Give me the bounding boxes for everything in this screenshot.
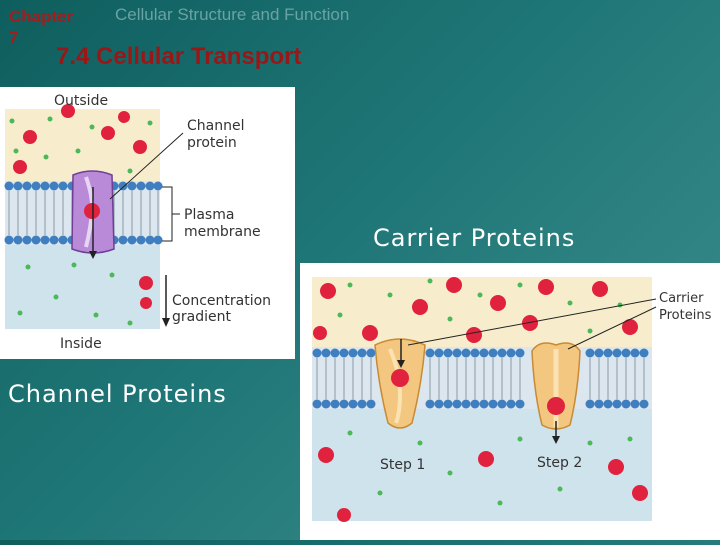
- channel-protein-figure: Outside Channel protein Plasma membrane …: [0, 87, 295, 359]
- channel-proteins-caption: Channel Proteins: [8, 380, 227, 408]
- carrier-proteins-caption: Carrier Proteins: [373, 224, 576, 252]
- chapter-label: Chapter 7: [9, 6, 73, 48]
- channel-pointer: [109, 132, 184, 200]
- membrane-bracket: [162, 186, 173, 242]
- outside-label: Outside: [54, 93, 108, 109]
- channel-protein-label-1: Channel: [187, 118, 244, 134]
- step1-label: Step 1: [380, 457, 425, 473]
- lipid-heads-top-2: [312, 348, 649, 358]
- water-particles-2: [337, 278, 633, 506]
- solute-particles: [13, 104, 153, 309]
- gradient-label-2: gradient: [172, 309, 231, 325]
- carrier-protein-diagram: Carrier Proteins Step 1 Step 2: [312, 277, 712, 522]
- channel-protein-diagram: Outside Channel protein Plasma membrane …: [4, 93, 271, 352]
- carrier-protein-step2: [531, 342, 581, 444]
- lipid-heads-top: [4, 181, 163, 191]
- solute-particles-2: [313, 277, 648, 522]
- chapter-word: Chapter: [9, 7, 74, 26]
- carrier-protein-figure: Carrier Proteins Step 1 Step 2: [300, 263, 720, 540]
- lipid-tails-2: [316, 358, 645, 399]
- inside-label: Inside: [60, 336, 102, 352]
- chapter-title: Cellular Structure and Function: [115, 5, 350, 24]
- gradient-label-1: Concentration: [172, 293, 271, 309]
- lipid-heads-bottom: [4, 235, 163, 245]
- gradient-arrow: [162, 275, 170, 327]
- flow-arrow: [89, 187, 97, 259]
- carrier-pointer-1: [407, 298, 657, 346]
- carrier-label-1: Carrier: [659, 291, 704, 306]
- chapter-number: 7: [9, 28, 19, 47]
- channel-protein-label-2: protein: [187, 135, 237, 151]
- membrane-band-2: [312, 347, 652, 409]
- water-particles: [9, 116, 153, 326]
- carrier-protein-step1: [374, 338, 426, 429]
- plasma-membrane-label-2: membrane: [184, 224, 261, 240]
- carrier-pointer-2: [567, 306, 657, 350]
- inside-region: [5, 245, 160, 329]
- carrier-label-2: Proteins: [659, 308, 712, 323]
- step2-label: Step 2: [537, 455, 582, 471]
- section-title: 7.4 Cellular Transport: [56, 43, 302, 70]
- plasma-membrane-label-1: Plasma: [184, 207, 234, 223]
- lipid-heads-bottom-2: [312, 399, 649, 409]
